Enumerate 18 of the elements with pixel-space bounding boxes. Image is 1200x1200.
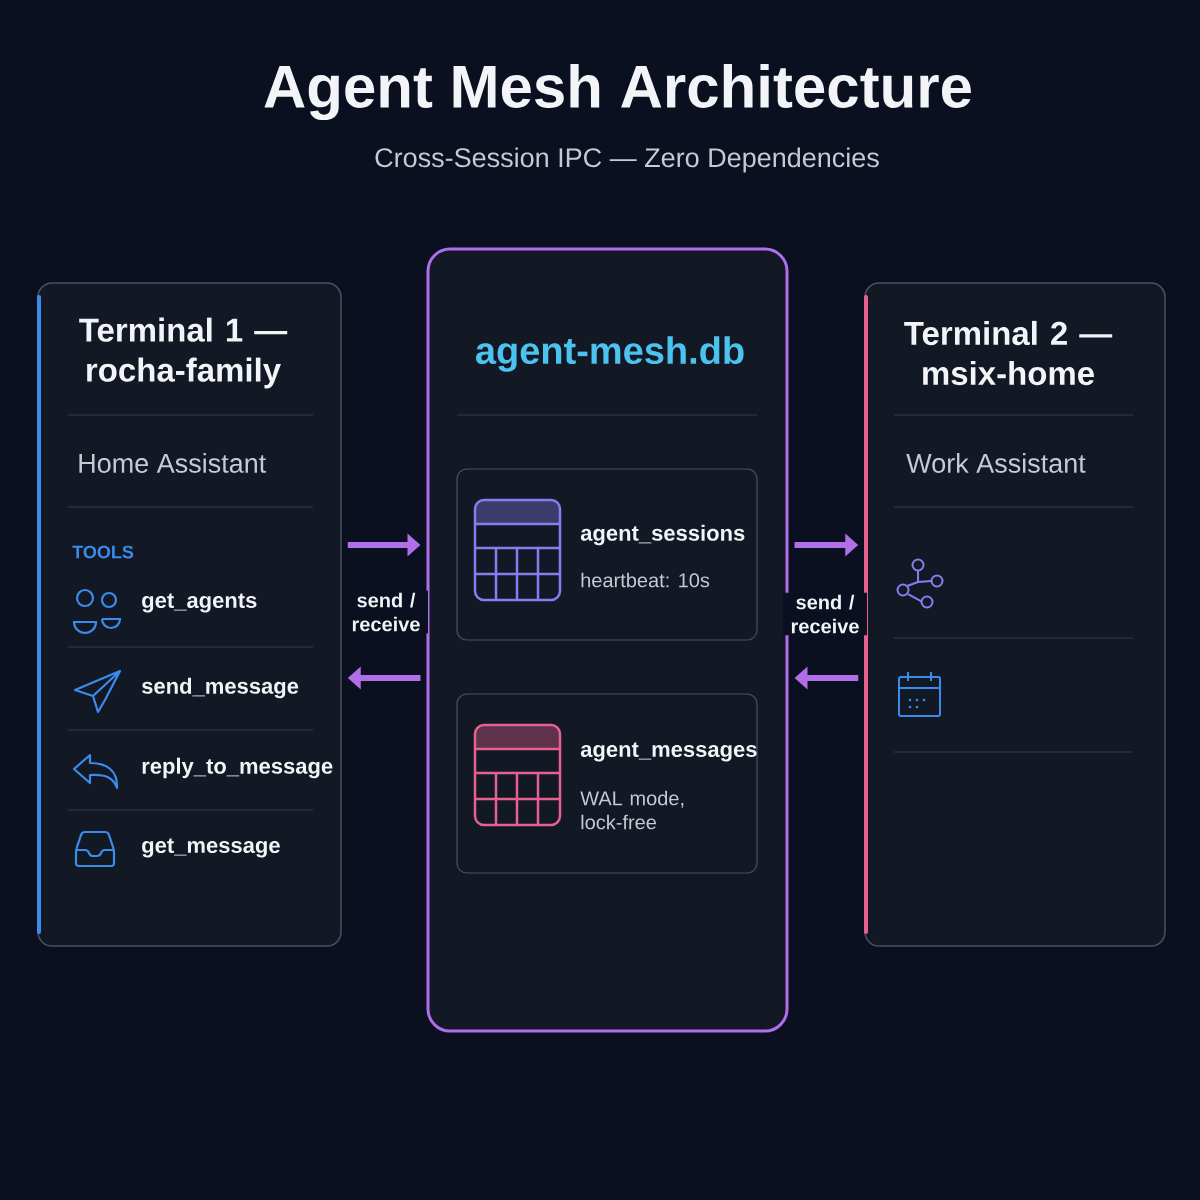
database-name: agent-mesh.db bbox=[476, 336, 744, 372]
panel-subtitle: Home Assistant bbox=[79, 453, 267, 473]
table-note: WAL mode, lock-free bbox=[580, 790, 684, 830]
table-name: agent_sessions bbox=[580, 524, 745, 546]
panel-heading: Terminal 2 — msix-home bbox=[904, 320, 1113, 386]
table-name: agent_messages bbox=[580, 742, 757, 762]
table-note: heartbeat: 10s bbox=[581, 572, 710, 588]
tool-name: send_message bbox=[141, 677, 299, 699]
panel-heading: Terminal 1 — rocha-family bbox=[79, 317, 288, 389]
tool-name: reply_to_message bbox=[142, 757, 333, 779]
title: Agent Mesh Architecture bbox=[264, 63, 971, 121]
edge-label: send / receive bbox=[783, 592, 867, 636]
panel-subtitle: Work Assistant bbox=[906, 453, 1086, 473]
edge-label: send / receive bbox=[344, 590, 428, 634]
section-heading: TOOLS bbox=[72, 545, 134, 559]
subtitle: Cross-Session IPC — Zero Dependencies bbox=[375, 147, 879, 173]
tool-name: get_agents bbox=[142, 593, 257, 613]
tool-name: get_message bbox=[142, 838, 280, 858]
